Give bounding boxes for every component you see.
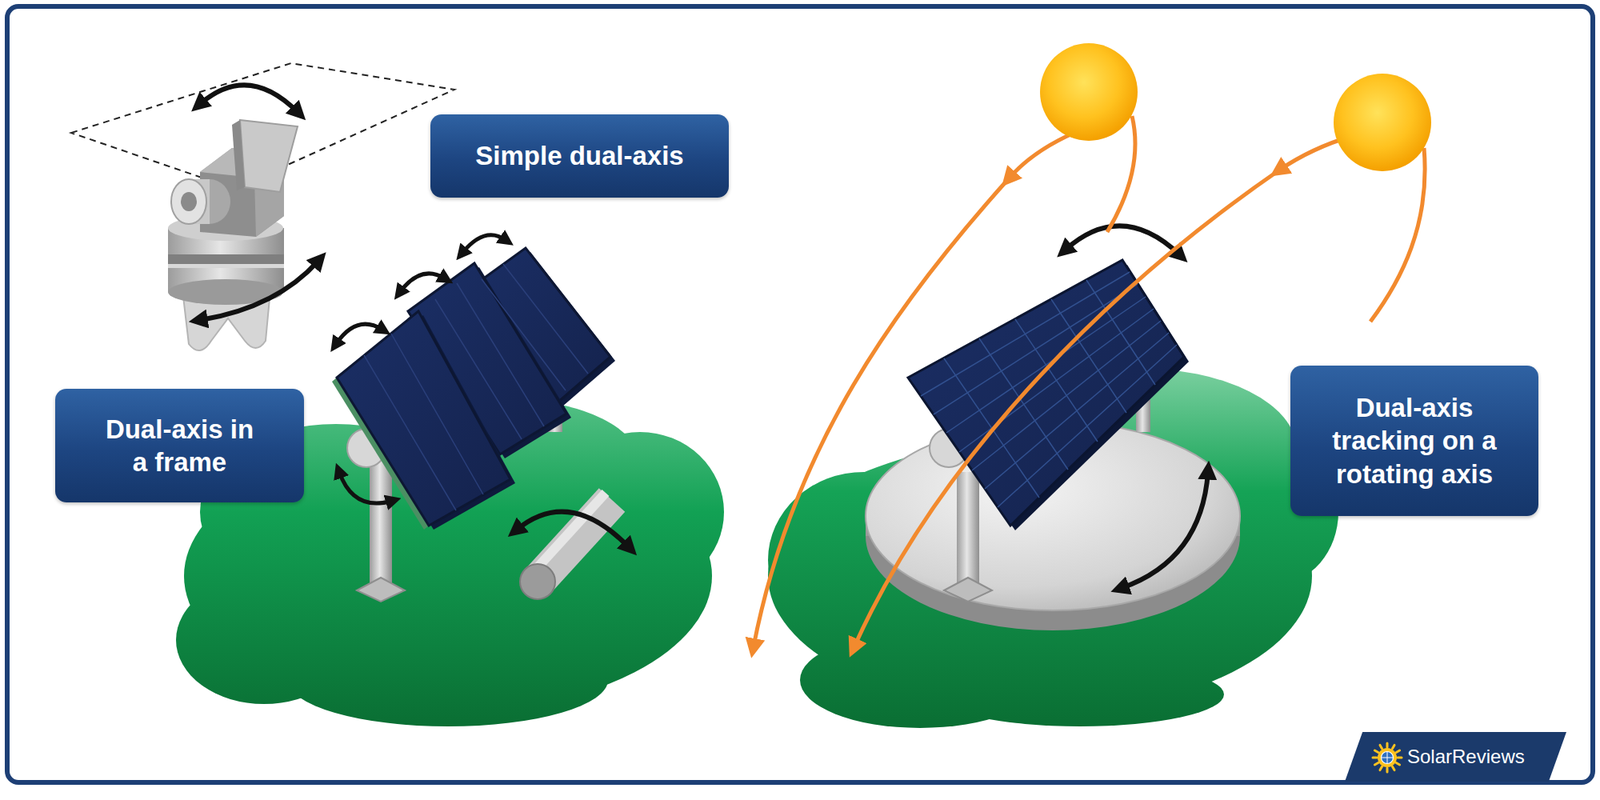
outer-frame: [7, 6, 1593, 783]
grass-right-part: [936, 662, 1224, 727]
caption-text: Dual-axis in a frame: [101, 412, 258, 480]
dual-axis-mechanism-part: [240, 120, 298, 192]
logo-rays-part: [1397, 756, 1402, 760]
frame-tracker-part: [364, 264, 588, 511]
dual-axis-mechanism: [71, 63, 455, 351]
dual-axis-mechanism-part: [168, 264, 284, 268]
rotation-arrow: [336, 235, 629, 548]
rotation-arrow: [200, 84, 319, 320]
rotating-tracker-part-part: [920, 272, 1130, 396]
frame-tracker-part: [356, 577, 405, 602]
sun-path-part: [1009, 132, 1076, 178]
sun: [1040, 43, 1432, 172]
rotation-arrow-part: [462, 235, 506, 253]
frame-tracker: [332, 248, 616, 602]
logo-rays-part: [1396, 763, 1400, 766]
sun-part: [1333, 73, 1432, 172]
frame-tracker-part-part: [391, 333, 484, 495]
logo-grid: [1381, 752, 1394, 764]
logo-rays-part: [1396, 750, 1400, 753]
logo-sun: [1377, 748, 1397, 768]
frame-tracker-part: [336, 311, 511, 526]
rotating-tracker: [865, 260, 1240, 631]
rotating-tracker-part-part: [997, 344, 1177, 508]
logo-rays-part: [1372, 756, 1377, 760]
caption-box: Dual-axis tracking on a rotating axis: [1290, 365, 1539, 516]
frame-tracker-part-part: [364, 355, 456, 511]
rotating-tracker-part-part: [972, 320, 1161, 471]
logo-rays-part: [1380, 744, 1383, 748]
rotating-tracker-part: [944, 577, 992, 602]
logo-rays-part: [1380, 766, 1383, 770]
grass-left-part: [288, 633, 608, 727]
rotating-tracker-part-part: [959, 308, 1154, 452]
caption-text: Simple dual-axis: [475, 139, 684, 172]
rotating-tracker-part-part: [933, 284, 1138, 415]
dual-axis-mechanism-part: [168, 254, 284, 266]
rotating-tracker-part-part: [984, 332, 1169, 489]
sun-part: [1040, 43, 1138, 141]
rotating-tracker-part: [956, 472, 980, 584]
logo-rays-part: [1386, 768, 1389, 772]
sun-path-part: [753, 177, 1010, 647]
rotation-arrow-part: [339, 472, 392, 504]
caption-text: Dual-axis tracking on a rotating axis: [1318, 391, 1511, 491]
dual-axis-mechanism-part: [171, 179, 207, 224]
rotation-arrow-part: [200, 84, 298, 112]
caption-box: Dual-axis in a frame: [55, 388, 304, 503]
logo-rays-part: [1374, 750, 1378, 753]
brand-logo: [1371, 741, 1404, 774]
logo-rays-part: [1386, 743, 1389, 748]
logo-globe: [1381, 752, 1394, 764]
logo-rays-part: [1374, 763, 1378, 766]
rotation-arrow-part: [1121, 472, 1208, 588]
caption-box: Simple dual-axis: [430, 114, 729, 198]
sun-path-part: [854, 169, 1280, 647]
rotation-arrow-part: [400, 273, 445, 292]
logo-rays: [1372, 743, 1402, 772]
dual-axis-mechanism-part: [180, 192, 197, 212]
logo-rays-part: [1392, 766, 1396, 770]
rotation-arrow-part: [200, 260, 319, 320]
brand-name: SolarReviews: [1407, 732, 1525, 782]
frame-tracker-part: [531, 492, 606, 575]
badge-fill: [1344, 732, 1567, 782]
logo-rays-part: [1392, 744, 1396, 748]
rotation-arrow-part: [336, 324, 383, 344]
rotation-arrow-part: [516, 512, 629, 548]
sun-path-part: [1370, 148, 1425, 322]
frame-tracker-part-part: [481, 279, 566, 391]
frame-tracker-part-part: [503, 264, 588, 374]
frame-tracker-part: [520, 564, 556, 600]
dual-axis-mechanism-part: [232, 120, 245, 191]
rotation-arrow-part: [1065, 225, 1180, 255]
brand-badge: SolarReviews: [1344, 732, 1567, 782]
